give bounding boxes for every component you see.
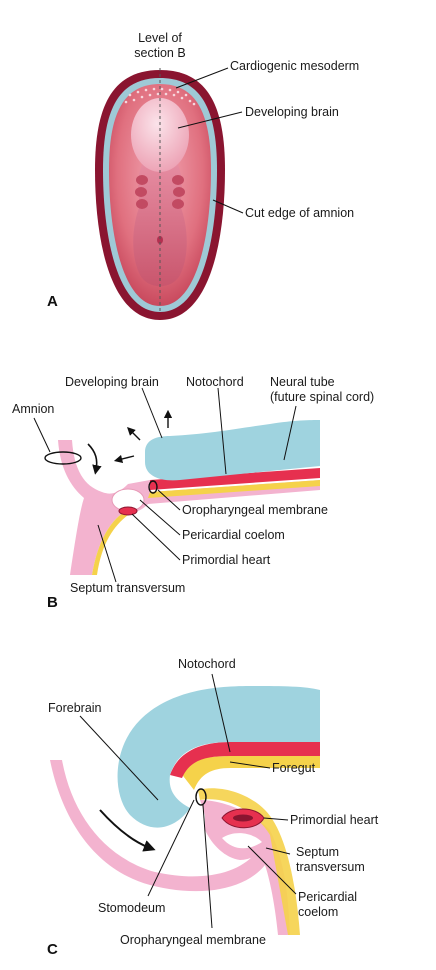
septum-transversum-b <box>58 440 320 575</box>
label-future-spinal-cord: (future spinal cord) <box>270 390 374 404</box>
oropharyngeal-ring-b <box>148 480 158 494</box>
label-primordial-heart-c: Primordial heart <box>290 813 379 827</box>
panel-letter-b: B <box>47 594 58 611</box>
panel-b: Developing brain Notochord Neural tube (… <box>12 375 374 611</box>
label-foregut: Foregut <box>272 761 316 775</box>
label-level-of: Level of <box>138 31 182 45</box>
heart-lumen-c <box>233 814 253 822</box>
label-notochord-b: Notochord <box>186 375 244 389</box>
panel-c: Notochord Forebrain Foregut Primordial h… <box>47 657 379 958</box>
label-neural-tube: Neural tube <box>270 375 335 389</box>
arrow-fold-3 <box>127 427 141 441</box>
pericardial-coelom-c <box>222 833 262 849</box>
label-oropharyngeal-b: Oropharyngeal membrane <box>182 503 328 517</box>
label-developing-brain-b: Developing brain <box>65 375 159 389</box>
panel-letter-c: C <box>47 941 58 958</box>
label-pericardial-c-1: Pericardial <box>298 890 357 904</box>
oropharyngeal-ring-c <box>195 788 207 806</box>
label-septum-c-2: transversum <box>296 860 365 874</box>
body-wall-c <box>50 760 290 935</box>
label-section-b: section B <box>134 46 185 60</box>
amnion-ring <box>44 451 82 465</box>
forebrain-c <box>117 686 321 828</box>
label-pericardial-coelom-b: Pericardial coelom <box>182 528 285 542</box>
arrow-fold-2 <box>113 454 135 464</box>
label-cut-edge-amnion: Cut edge of amnion <box>245 206 354 220</box>
neural-tube-b <box>145 420 320 481</box>
label-developing-brain-a: Developing brain <box>245 105 339 119</box>
label-forebrain: Forebrain <box>48 701 102 715</box>
label-cardiogenic-mesoderm: Cardiogenic mesoderm <box>230 59 359 73</box>
primitive-node <box>157 236 163 244</box>
panel-a: Level of section B Cardiogenic mesoderm … <box>47 31 359 320</box>
primordial-heart-b <box>118 506 138 516</box>
label-pericardial-c-2: coelom <box>298 905 338 919</box>
foregut-yellow-c <box>180 756 320 790</box>
notochord-c <box>170 742 320 778</box>
notochord-b <box>150 468 320 490</box>
label-stomodeum: Stomodeum <box>98 901 165 915</box>
somites <box>135 175 185 209</box>
arrow-fold-1 <box>87 443 102 475</box>
label-primordial-heart-b: Primordial heart <box>182 553 271 567</box>
panel-letter-a: A <box>47 293 58 310</box>
label-septum-transversum-b: Septum transversum <box>70 581 185 595</box>
cardiogenic-mesoderm-dots <box>124 87 196 106</box>
label-septum-c-1: Septum <box>296 845 339 859</box>
label-notochord-c: Notochord <box>178 657 236 671</box>
arrow-fold-c <box>99 809 156 852</box>
label-oropharyngeal-c: Oropharyngeal membrane <box>120 933 266 947</box>
label-amnion: Amnion <box>12 402 54 416</box>
septum-transversum-c <box>198 788 300 935</box>
